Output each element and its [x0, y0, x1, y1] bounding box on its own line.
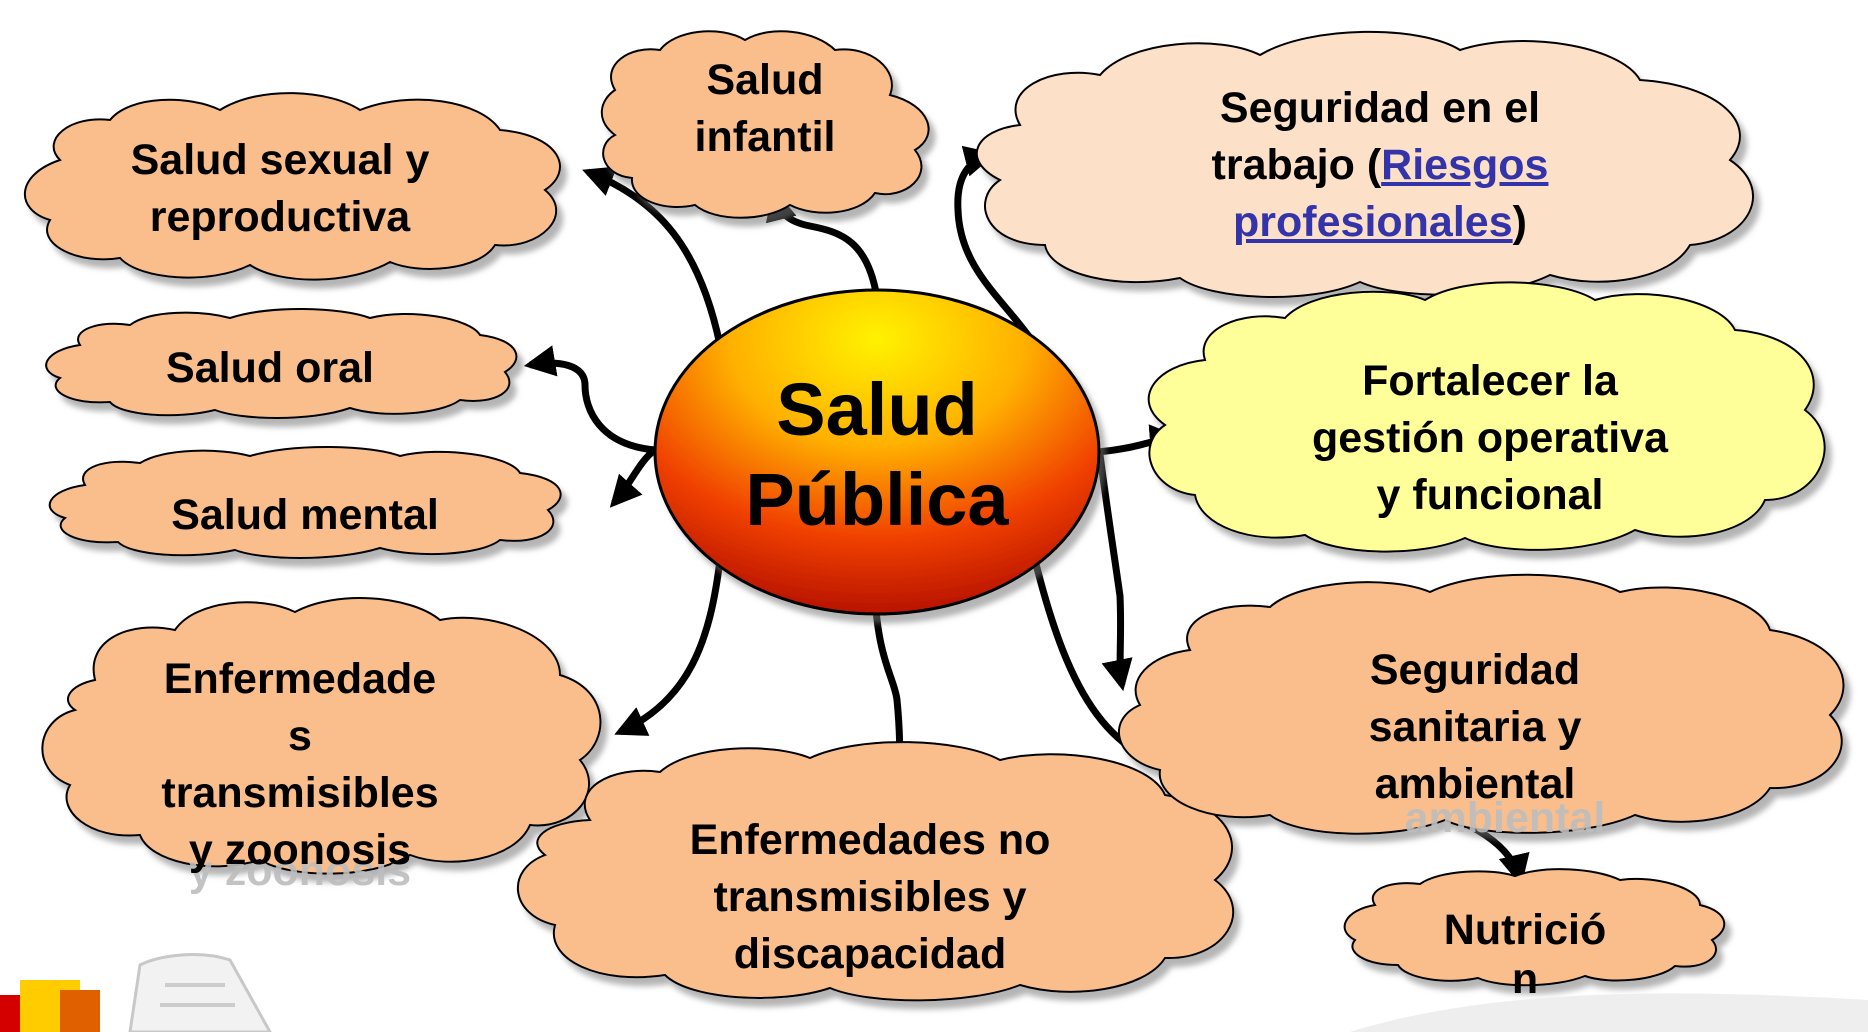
cloud-enf-transmisibles — [41, 597, 602, 875]
label-salud-mental: Salud mental — [140, 487, 470, 544]
cloud-salud-sexual — [23, 92, 561, 281]
label-line: transmisibles y — [713, 873, 1027, 921]
label-seguridad-sanitaria-shadow: ambiental — [1315, 790, 1695, 847]
center-title: Salud Pública — [657, 365, 1097, 545]
cloud-seguridad-sanitaria — [1117, 573, 1845, 835]
label-line: gestión operativa — [1311, 414, 1669, 462]
center-ellipse — [653, 288, 1101, 616]
label-line: y funcional — [1376, 471, 1604, 519]
label-enf-transmisibles: Enfermedade s transmisibles y zoonosis — [110, 651, 490, 879]
connector-seguridad-sanitaria — [1096, 454, 1133, 692]
label-line: Enfermedade — [163, 655, 437, 703]
label-line: n — [1511, 955, 1539, 1003]
center-title-line2: Pública — [745, 458, 1009, 541]
label-seguridad-sanitaria: Seguridad sanitaria y ambiental — [1285, 642, 1665, 813]
label-line: sanitaria y — [1368, 703, 1582, 751]
label-line: Salud oral — [166, 344, 374, 392]
label-line: y zoonosis — [188, 826, 412, 874]
label-line: Salud sexual y — [130, 136, 430, 184]
label-line: Seguridad en el — [1219, 84, 1541, 132]
label-line: Salud mental — [171, 491, 439, 539]
cloud-fortalecer — [1147, 281, 1826, 553]
label-line: transmisibles — [161, 769, 439, 817]
label-enf-no-transmisibles: Enfermedades no transmisibles y discapac… — [620, 812, 1120, 983]
label-seguridad-trabajo: Seguridad en el trabajo (Riesgos profesi… — [1150, 80, 1610, 251]
connector-enf-transmisibles — [614, 559, 724, 736]
label-line: ambiental — [1374, 760, 1576, 808]
label-line: discapacidad — [733, 930, 1007, 978]
cloud-salud-mental — [48, 445, 562, 559]
connector-salud-sexual — [582, 166, 724, 346]
label-line: Seguridad — [1369, 646, 1581, 694]
label-line: trabajo (Riesgos — [1150, 137, 1610, 194]
document-logo-icon — [0, 953, 272, 1032]
label-text: ) — [1512, 198, 1527, 246]
label-line: infantil — [694, 113, 836, 161]
label-salud-oral: Salud oral — [120, 340, 420, 397]
cloud-enf-no-transmisibles — [517, 741, 1235, 1002]
profesionales-link[interactable]: profesionales — [1233, 198, 1513, 246]
connector-salud-infantil — [765, 188, 882, 306]
label-text: trabajo ( — [1211, 141, 1382, 189]
label-line: Nutrició — [1443, 906, 1607, 954]
label-fortalecer: Fortalecer la gestión operativa y funcio… — [1250, 353, 1730, 524]
center-title-line1: Salud — [776, 368, 978, 451]
label-salud-infantil: Salud infantil — [645, 52, 885, 166]
bottom-swoosh — [1350, 993, 1868, 1032]
label-nutricion: Nutrició n — [1400, 902, 1650, 1008]
label-line: Enfermedades no — [689, 816, 1051, 864]
cloud-salud-oral — [45, 307, 518, 419]
label-enf-transmisibles-shadow: y zoonosis — [110, 843, 490, 900]
label-line: profesionales) — [1150, 194, 1610, 251]
label-line: ambiental — [1404, 794, 1606, 842]
connector-seguridad-trabajo — [954, 145, 1038, 347]
label-line: s — [288, 712, 312, 760]
connector-salud-mental — [609, 447, 658, 508]
riesgos-link[interactable]: Riesgos — [1381, 141, 1549, 189]
label-line: Salud — [706, 56, 824, 104]
cloud-nutricion — [1343, 868, 1726, 987]
label-salud-sexual: Salud sexual y reproductiva — [80, 132, 480, 246]
cloud-seguridad-trabajo — [975, 30, 1755, 299]
label-line: Fortalecer la — [1362, 357, 1618, 405]
connector-salud-oral — [523, 345, 656, 454]
cloud-salud-infantil — [600, 30, 930, 219]
label-line: y zoonosis — [188, 847, 412, 895]
label-line: reproductiva — [149, 193, 411, 241]
